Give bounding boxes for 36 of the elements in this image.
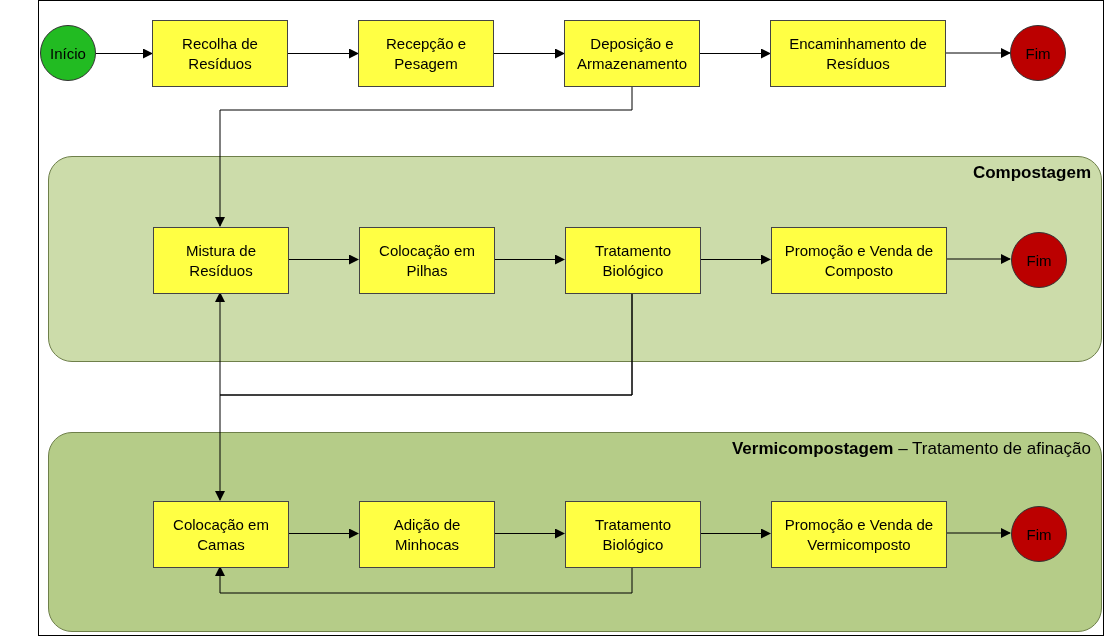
process-box: Tratamento Biológico <box>565 501 701 568</box>
arrow <box>215 292 633 501</box>
arrow <box>493 48 565 59</box>
arrow <box>287 528 359 539</box>
arrow <box>215 86 633 227</box>
band-title: Compostagem <box>972 163 1091 183</box>
arrow <box>945 48 1011 58</box>
start-circle: Início <box>40 25 96 81</box>
end-circle: Fim <box>1011 232 1067 288</box>
group-band <box>48 432 1102 632</box>
process-box: Recolha de Resíduos <box>152 20 288 87</box>
arrow <box>493 254 565 265</box>
arrow <box>699 528 771 539</box>
arrow <box>95 48 153 59</box>
arrow <box>215 566 633 594</box>
process-box: Adição de Minhocas <box>359 501 495 568</box>
arrow <box>699 254 771 265</box>
process-box: Promoção e Venda de Vermicomposto <box>771 501 947 568</box>
arrow <box>287 254 359 265</box>
group-band <box>48 156 1102 362</box>
process-box: Tratamento Biológico <box>565 227 701 294</box>
arrow <box>945 254 1011 264</box>
end-circle: Fim <box>1010 25 1066 81</box>
process-box: Recepção e Pesagem <box>358 20 494 87</box>
arrow <box>493 528 565 539</box>
process-box: Colocação em Camas <box>153 501 289 568</box>
arrow <box>699 48 771 59</box>
process-box: Colocação em Pilhas <box>359 227 495 294</box>
process-box: Mistura de Resíduos <box>153 227 289 294</box>
arrow <box>945 528 1011 538</box>
process-box: Promoção e Venda de Composto <box>771 227 947 294</box>
process-box: Deposição e Armazenamento <box>564 20 700 87</box>
end-circle: Fim <box>1011 506 1067 562</box>
band-title: Vermicompostagem – Tratamento de afinação <box>731 439 1091 459</box>
process-box: Encaminhamento de Resíduos <box>770 20 946 87</box>
arrow <box>287 48 359 59</box>
